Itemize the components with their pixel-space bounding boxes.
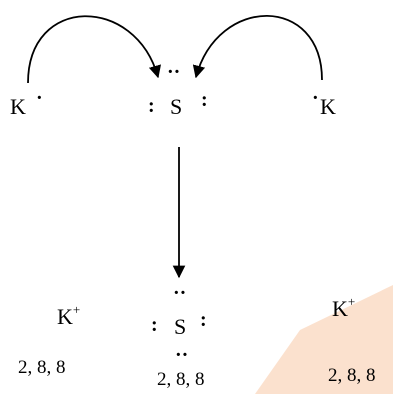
- electron-transfer-arrow-left: [27, 15, 161, 84]
- sulfide-bottom-dots: ··: [175, 344, 189, 366]
- potassium-left-electron: ·: [36, 87, 43, 109]
- sulfide-top-dots: ··: [173, 282, 187, 304]
- sulfide-symbol: S: [174, 314, 187, 339]
- potassium-ion-right-symbol: K: [332, 296, 348, 321]
- potassium-ion-right: K+: [332, 295, 355, 321]
- potassium-ion-left: K+: [57, 303, 80, 329]
- sulfur-top-dots: ··: [167, 61, 181, 83]
- potassium-left-symbol: K: [10, 94, 26, 119]
- sulfur-symbol: S: [170, 94, 183, 119]
- sulfur-left-dots: :: [148, 95, 155, 117]
- potassium-ion-left-config: 2, 8, 8: [18, 357, 66, 378]
- sulfide-left-dots: :: [151, 314, 158, 336]
- potassium-right-symbol: K: [320, 94, 336, 119]
- electron-transfer-arrow-right: [192, 15, 323, 81]
- potassium-ion-right-charge: +: [347, 294, 356, 309]
- potassium-ion-left-charge: +: [72, 302, 81, 317]
- potassium-ion-right-config: 2, 8, 8: [328, 365, 376, 386]
- potassium-right-electron: ·: [312, 87, 319, 109]
- sulfide-config: 2, 8, 8: [157, 369, 205, 390]
- sulfide-right-dots: :: [200, 309, 207, 331]
- potassium-ion-left-symbol: K: [57, 304, 73, 329]
- sulfur-right-dots: :: [201, 89, 208, 111]
